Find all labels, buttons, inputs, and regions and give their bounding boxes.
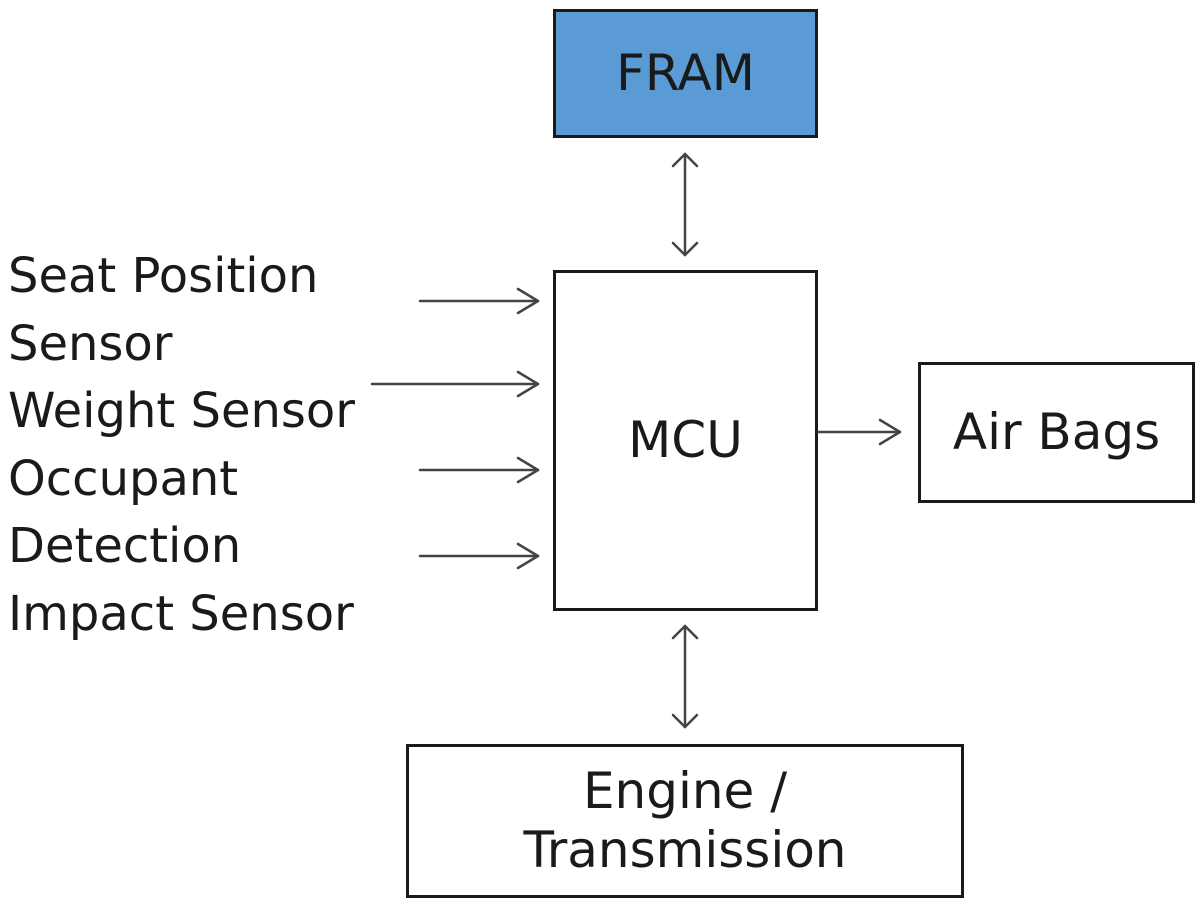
sensor-label-line: Detection	[8, 518, 242, 574]
sensor-label-line: Impact Sensor	[8, 585, 354, 642]
sensor-label-line: Occupant	[8, 450, 239, 507]
occupant-detection-arrow	[418, 456, 540, 484]
fram-mcu-arrow	[671, 152, 699, 257]
sensor-label-line: Seat Position	[8, 248, 319, 304]
engine-transmission-node: Engine / Transmission	[406, 744, 964, 898]
sensor-label-line: Sensor	[8, 315, 173, 372]
mcu-engine-arrow	[671, 624, 699, 729]
mcu-label: MCU	[628, 411, 743, 469]
mcu-airbags-arrow	[816, 418, 902, 446]
sensor-labels: Seat Position Sensor Weight Sensor Occup…	[8, 243, 355, 648]
weight-sensor-arrow	[370, 370, 540, 398]
mcu-node: MCU	[553, 270, 818, 611]
air-bags-node: Air Bags	[918, 362, 1195, 503]
engine-label-line1: Engine /	[582, 762, 788, 820]
fram-label: FRAM	[616, 44, 755, 102]
fram-node: FRAM	[553, 9, 818, 138]
engine-label-line2: Transmission	[523, 821, 847, 879]
air-bags-label: Air Bags	[952, 403, 1161, 461]
impact-sensor-arrow	[418, 542, 540, 570]
sensor-label-line: Weight Sensor	[8, 383, 356, 439]
seat-position-arrow	[418, 287, 540, 315]
